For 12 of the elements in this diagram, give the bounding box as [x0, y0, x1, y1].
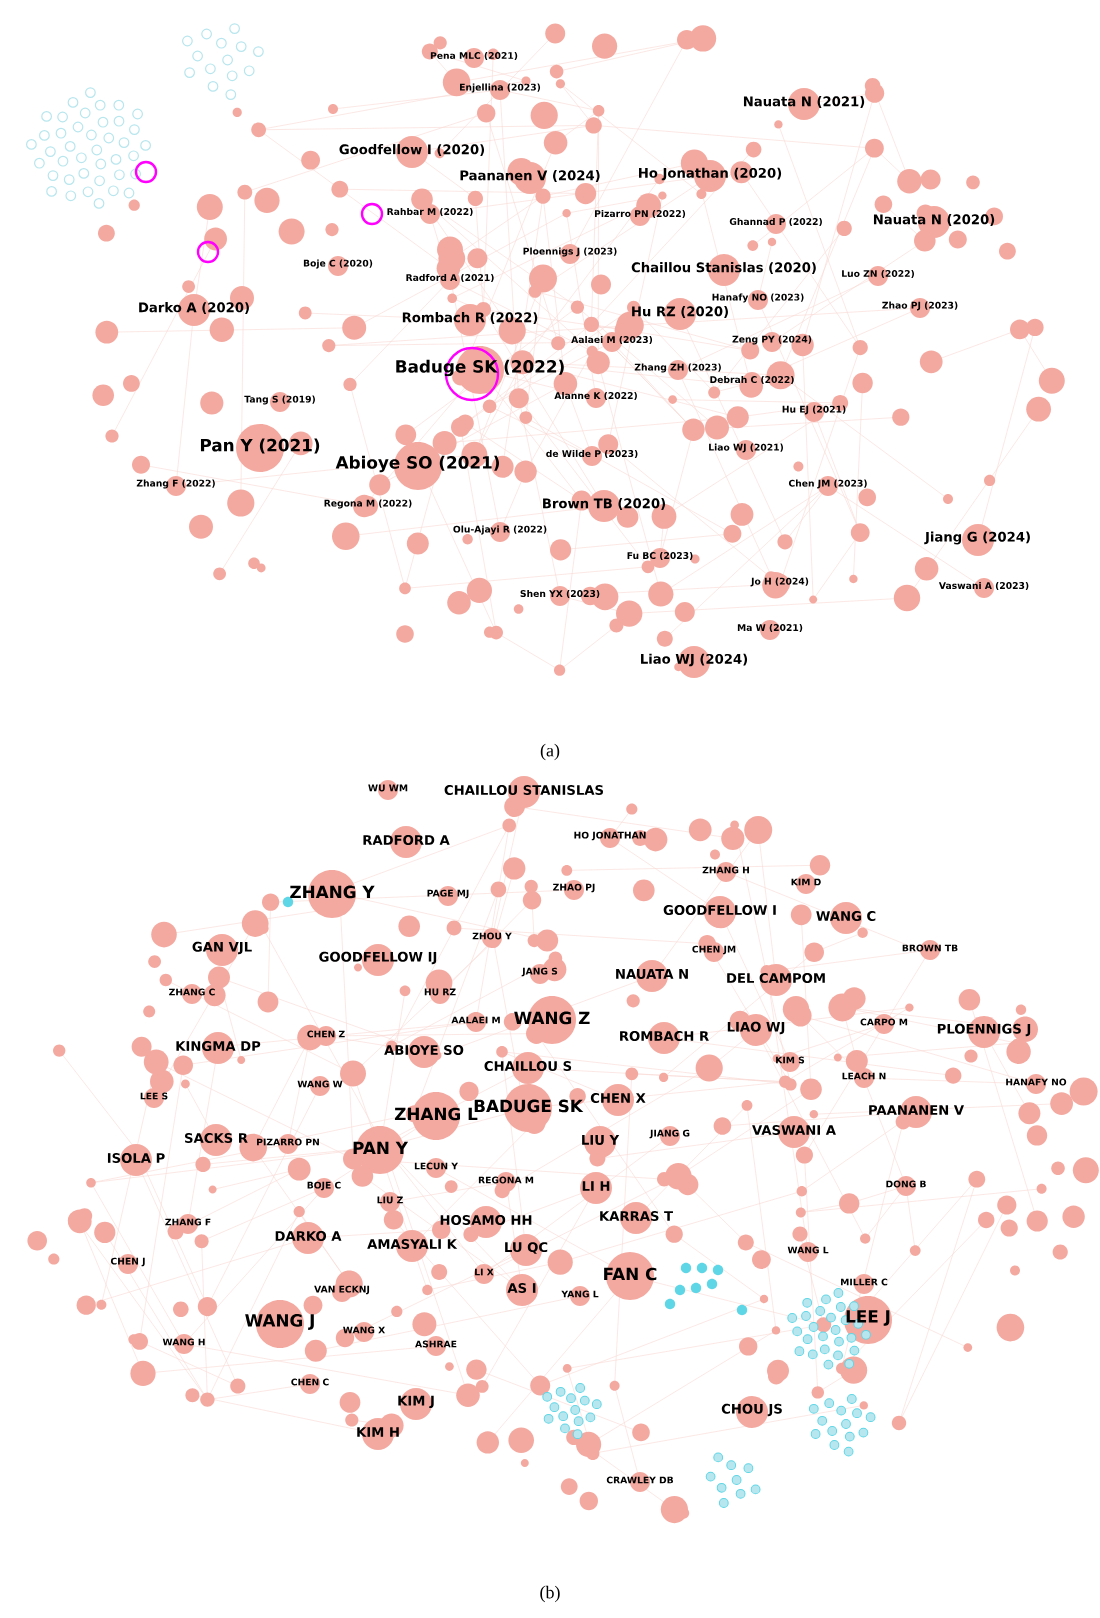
author-label: ZHANG L	[394, 1107, 478, 1121]
panel-label: (a)	[540, 743, 560, 761]
panel-label: (b)	[540, 1585, 560, 1603]
author-label: LEE J	[846, 1310, 890, 1326]
author-label: PAN Y	[353, 1141, 409, 1155]
author-label: WANG Z	[514, 1011, 590, 1025]
author-label: BADUGE SK	[474, 1099, 584, 1113]
author-label: Abioye SO (2021)	[335, 455, 499, 473]
author-label: Pan Y (2021)	[200, 438, 320, 454]
author-label: ZHANG Y	[290, 885, 375, 899]
author-label: WANG J	[245, 1314, 314, 1330]
author-label: FAN C	[604, 1267, 657, 1281]
